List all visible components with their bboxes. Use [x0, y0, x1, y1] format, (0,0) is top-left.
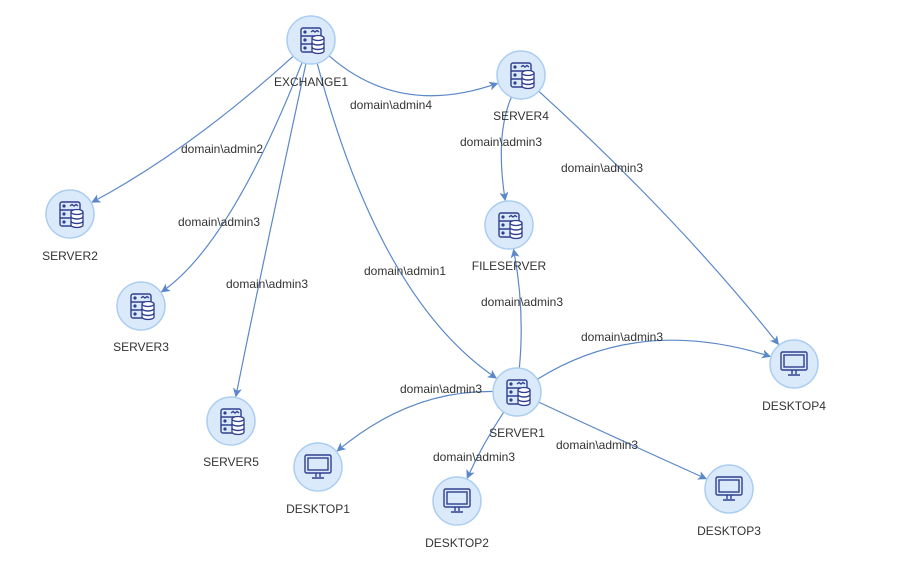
edge-line [233, 63, 307, 398]
monitor-icon [304, 454, 332, 479]
server-icon [300, 27, 325, 55]
edge-label: domain\admin3 [561, 161, 643, 175]
edge-label: domain\admin1 [364, 264, 446, 278]
node-desktop4[interactable]: DESKTOP4 [762, 339, 826, 413]
edge-exchange1-to-server5[interactable]: domain\admin3 [226, 63, 308, 398]
node-exchange1[interactable]: EXCHANGE1 [274, 15, 348, 89]
edge-line [510, 248, 522, 369]
node-server1[interactable]: SERVER1 [489, 367, 545, 440]
server-icon [59, 201, 84, 229]
node-label: SERVER1 [489, 426, 545, 440]
edge-exchange1-to-server4[interactable]: domain\admin4 [328, 55, 499, 112]
edge-exchange1-to-server1[interactable]: domain\admin1 [316, 63, 497, 379]
node-label: DESKTOP3 [697, 524, 761, 538]
edge-line [537, 339, 772, 380]
edge-line [160, 62, 303, 293]
node-circle [496, 50, 546, 100]
edge-line [499, 96, 513, 202]
node-circle [484, 200, 534, 250]
edge-label: domain\admin3 [460, 135, 542, 149]
node-desktop1[interactable]: DESKTOP1 [286, 442, 350, 516]
node-circle [116, 281, 166, 331]
node-circle [293, 442, 343, 492]
node-server4[interactable]: SERVER4 [493, 50, 549, 123]
edge-exchange1-to-server3[interactable]: domain\admin3 [160, 62, 303, 293]
node-server3[interactable]: SERVER3 [113, 281, 169, 354]
node-label: DESKTOP4 [762, 399, 826, 413]
edge-server1-to-fileserver[interactable]: domain\admin3 [481, 248, 563, 369]
node-circle [286, 15, 336, 65]
server-icon [498, 212, 523, 240]
node-label: DESKTOP1 [286, 502, 350, 516]
edge-label: domain\admin4 [350, 98, 432, 112]
edge-label: domain\admin3 [556, 438, 638, 452]
server-icon [506, 379, 531, 407]
monitor-icon [780, 351, 808, 376]
edge-label: domain\admin2 [181, 142, 263, 156]
server-icon [130, 293, 155, 321]
edge-server4-to-fileserver[interactable]: domain\admin3 [460, 96, 542, 202]
node-circle [206, 396, 256, 446]
edge-server4-to-desktop4[interactable]: domain\admin3 [538, 90, 780, 346]
node-label: DESKTOP2 [425, 536, 489, 550]
edge-line [538, 401, 708, 480]
edge-label: domain\admin3 [226, 277, 308, 291]
node-circle [492, 367, 542, 417]
edge-line [538, 90, 780, 346]
edge-exchange1-to-server2[interactable]: domain\admin2 [91, 55, 294, 203]
edge-line [316, 63, 497, 379]
edge-label: domain\admin3 [581, 330, 663, 344]
edge-server1-to-desktop2[interactable]: domain\admin3 [433, 411, 515, 479]
edge-line [328, 55, 499, 97]
node-circle [704, 464, 754, 514]
node-desktop3[interactable]: DESKTOP3 [697, 464, 761, 538]
edge-label: domain\admin3 [178, 215, 260, 229]
node-server5[interactable]: SERVER5 [203, 396, 259, 469]
node-label: FILESERVER [472, 259, 547, 273]
edges-layer: domain\admin4 domain\admin2 domain\admin3 d… [91, 55, 780, 480]
edge-server1-to-desktop1[interactable]: domain\admin3 [336, 382, 494, 452]
monitor-icon [443, 488, 471, 513]
edge-label: domain\admin3 [433, 450, 515, 464]
node-circle [769, 339, 819, 389]
node-label: SERVER3 [113, 340, 169, 354]
edge-server1-to-desktop3[interactable]: domain\admin3 [538, 401, 708, 480]
node-desktop2[interactable]: DESKTOP2 [425, 476, 489, 550]
edge-label: domain\admin3 [400, 382, 482, 396]
node-label: SERVER5 [203, 455, 259, 469]
edge-line [91, 55, 294, 203]
node-label: SERVER4 [493, 109, 549, 123]
edge-server1-to-desktop4[interactable]: domain\admin3 [537, 330, 772, 380]
node-fileserver[interactable]: FILESERVER [472, 200, 547, 273]
server-icon [510, 62, 535, 90]
edge-line [336, 390, 494, 452]
monitor-icon [715, 476, 743, 501]
node-label: EXCHANGE1 [274, 75, 348, 89]
server-icon [220, 408, 245, 436]
edge-line [466, 411, 505, 479]
node-circle [432, 476, 482, 526]
node-server2[interactable]: SERVER2 [42, 189, 98, 263]
node-label: SERVER2 [42, 249, 98, 263]
node-circle [45, 189, 95, 239]
edge-label: domain\admin3 [481, 295, 563, 309]
